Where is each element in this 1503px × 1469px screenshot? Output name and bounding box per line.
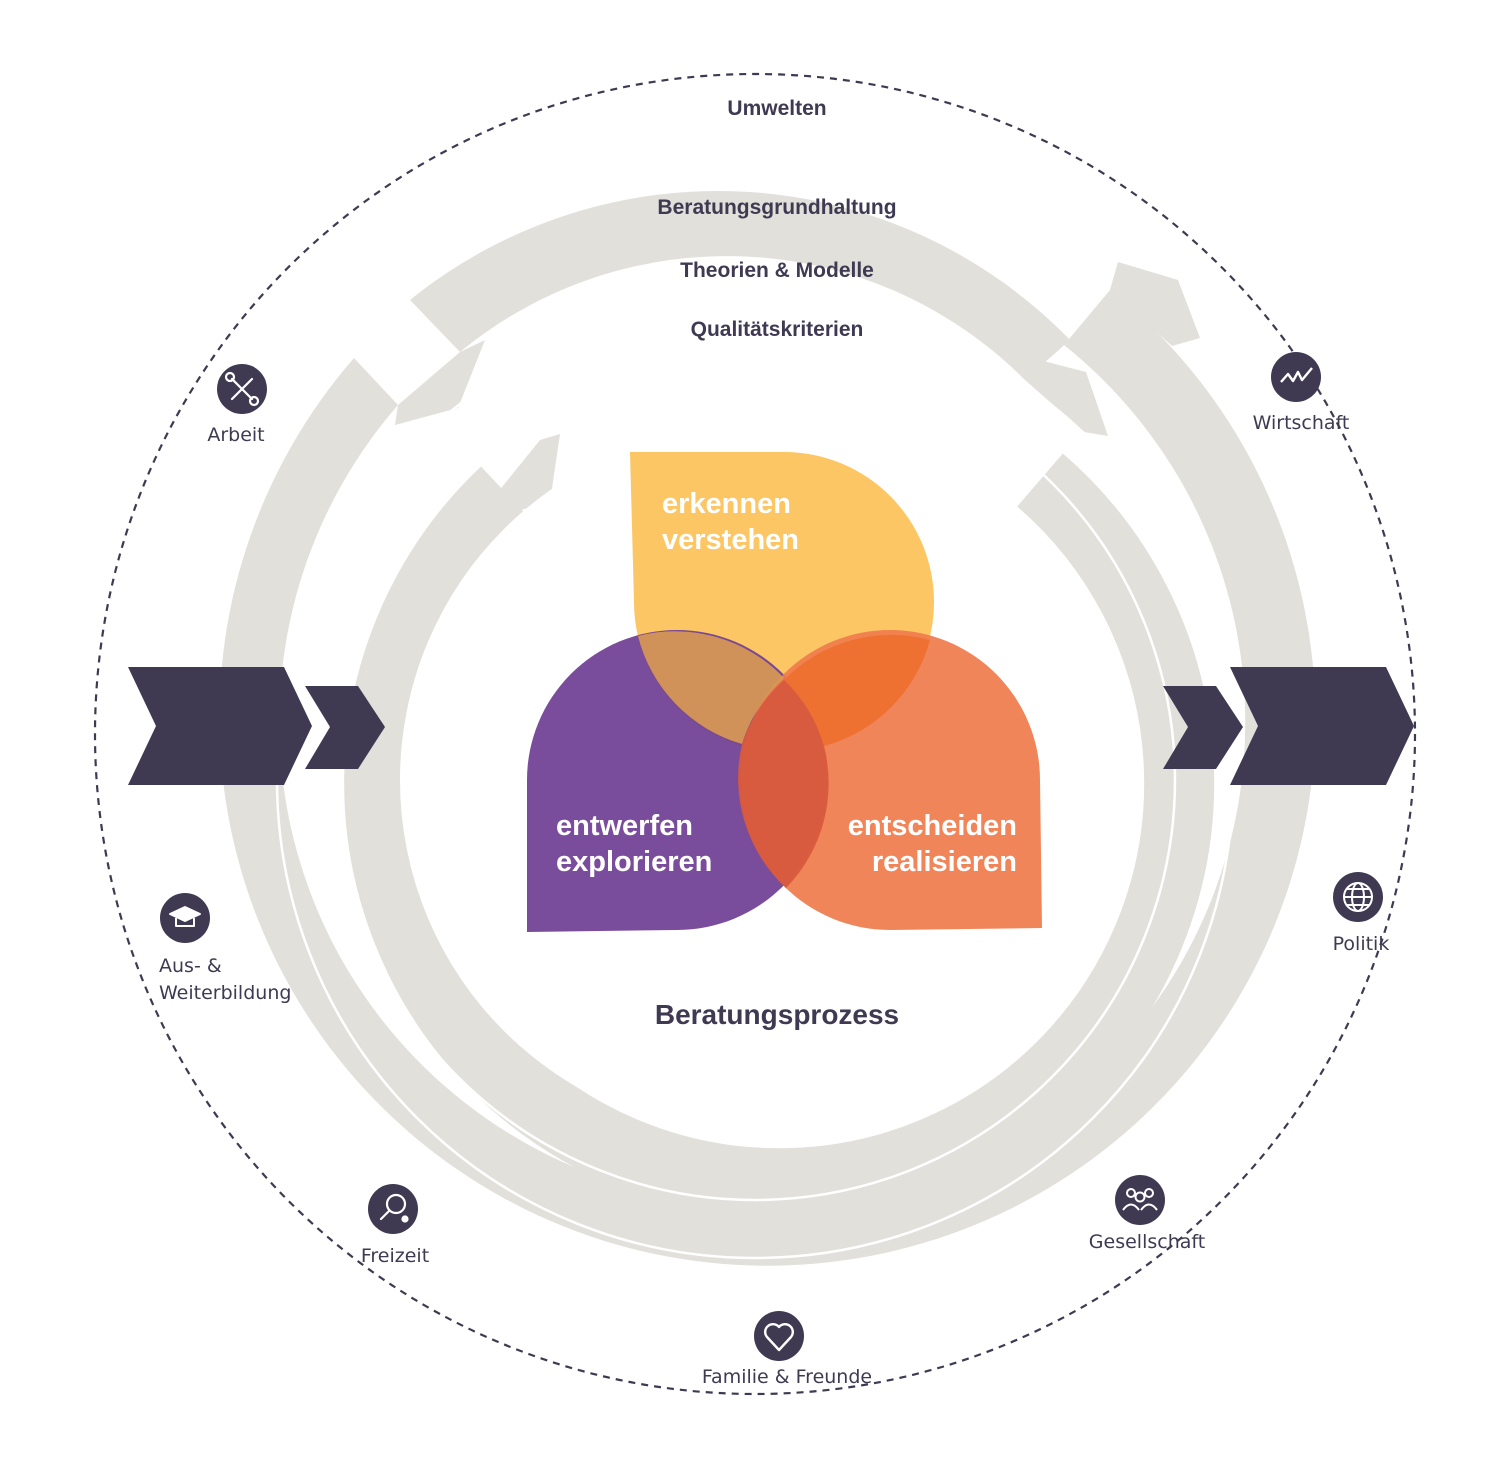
environment-gesellschaft: Gesellschaft bbox=[1089, 1175, 1205, 1253]
environment-weiterbildung: Aus- & Weiterbildung bbox=[159, 893, 291, 1004]
overlap-recognize-decide bbox=[784, 634, 930, 746]
environment-politik: Politik bbox=[1333, 872, 1390, 955]
trend-chart-icon bbox=[1280, 367, 1313, 383]
people-icon bbox=[1122, 1188, 1158, 1211]
ping-pong-icon bbox=[379, 1193, 409, 1223]
decide-line1: entscheiden bbox=[848, 810, 1017, 842]
ring-label-inner: Qualitätskriterien bbox=[691, 318, 864, 341]
environment-familie: Familie & Freunde bbox=[702, 1311, 872, 1388]
recognize-line2: verstehen bbox=[662, 524, 799, 556]
overlap-recognize-design bbox=[638, 631, 784, 744]
environment-boundary bbox=[93, 72, 1417, 1396]
overlap-center bbox=[738, 680, 829, 888]
environment-freizeit: Freizeit bbox=[361, 1184, 429, 1267]
design-line1: entwerfen bbox=[556, 810, 693, 842]
environment-label: Familie & Freunde bbox=[702, 1366, 872, 1388]
wrench-icon bbox=[224, 371, 260, 407]
environment-wirtschaft: Wirtschaft bbox=[1253, 352, 1350, 434]
graduation-cap-icon bbox=[169, 906, 201, 927]
environment-label: Gesellschaft bbox=[1089, 1231, 1205, 1253]
decide-line2: realisieren bbox=[872, 846, 1017, 878]
environment-label-line2: Weiterbildung bbox=[159, 982, 291, 1004]
outer-environment-label: Umwelten bbox=[727, 97, 826, 120]
globe-icon bbox=[1343, 882, 1373, 912]
environment-label: Wirtschaft bbox=[1253, 412, 1350, 434]
environment-label: Politik bbox=[1333, 933, 1390, 955]
heart-icon bbox=[764, 1323, 794, 1352]
recognize-line1: erkennen bbox=[662, 488, 791, 520]
design-line2: explorieren bbox=[556, 846, 712, 878]
entry-chevrons bbox=[128, 667, 385, 785]
exit-chevrons bbox=[1163, 667, 1414, 785]
ring-label-middle: Theorien & Modelle bbox=[680, 259, 874, 282]
ring-label-outer: Beratungsgrundhaltung bbox=[657, 196, 896, 219]
environment-label: Aus- & bbox=[159, 955, 222, 977]
environment-label: Arbeit bbox=[207, 424, 264, 446]
environment-arbeit: Arbeit bbox=[207, 364, 267, 446]
environment-label: Freizeit bbox=[361, 1245, 429, 1267]
process-petals bbox=[527, 452, 1042, 932]
process-title: Beratungsprozess bbox=[655, 999, 899, 1030]
